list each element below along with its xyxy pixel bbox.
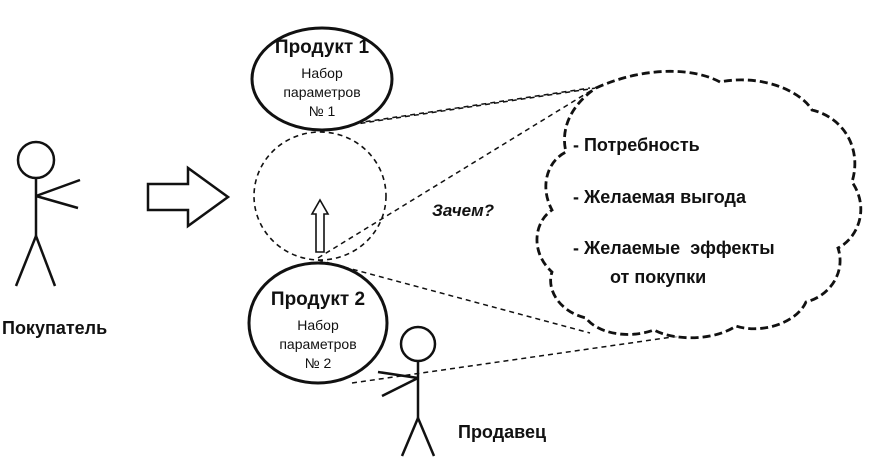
buyer-figure: [14, 140, 81, 287]
seller-leg-right: [416, 417, 436, 457]
seller-head: [399, 325, 437, 363]
product2-title: Продукт 2: [271, 289, 365, 310]
cloud-item-effects-cont: от покупки: [610, 267, 706, 287]
line-p1bottom-to-cloud: [315, 87, 597, 131]
cloud-item-need: - Потребность: [573, 135, 700, 155]
seller-leg-left: [400, 417, 420, 457]
seller-arm-lower: [381, 376, 419, 398]
product1-circle: [250, 26, 394, 132]
projection-lines: [315, 87, 701, 384]
seller-label: Продавец: [458, 422, 546, 442]
line-p2-to-cloud: [351, 332, 701, 384]
question-label: Зачем?: [432, 201, 495, 220]
cloud-item-effects: - Желаемые эффекты: [573, 238, 775, 258]
product2-line1: Набор: [297, 317, 339, 333]
hollow-arrow: [146, 165, 231, 229]
buyer-head: [16, 140, 56, 180]
buyer-leg-right: [34, 235, 57, 287]
product1-title: Продукт 1: [275, 37, 370, 58]
buyer-label: Покупатель: [2, 318, 107, 338]
middle-dashed-circle: [253, 131, 387, 261]
seller-figure: [377, 325, 437, 457]
line-p1-to-cloud: [329, 87, 591, 128]
product2-circle: [247, 261, 389, 385]
buyer-arm-upper: [35, 178, 81, 198]
line-mid-to-cloud-bottom: [317, 259, 591, 334]
product2-line3: № 2: [305, 355, 332, 371]
product2-line2: параметров: [279, 336, 356, 352]
buyer-leg-left: [14, 235, 38, 287]
buyer-arm-lower: [35, 194, 79, 210]
up-arrow: [310, 198, 330, 253]
product1-line1: Набор: [301, 65, 343, 81]
seller-arm-upper: [377, 370, 419, 380]
product1-line2: параметров: [283, 84, 360, 100]
cloud-item-benefit: - Желаемая выгода: [573, 187, 747, 207]
product1-line3: № 1: [309, 103, 336, 119]
needs-cloud: [535, 69, 863, 340]
